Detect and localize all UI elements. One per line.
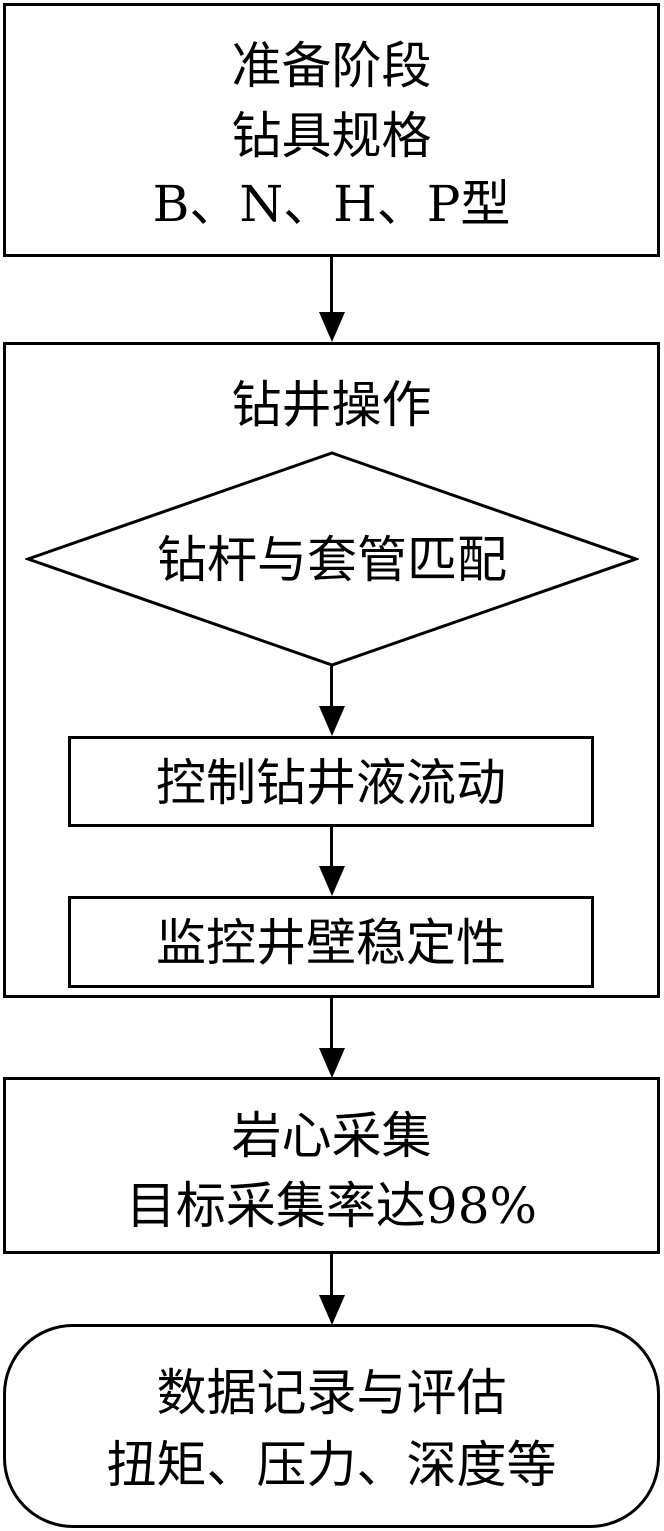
control-fluid-box: 控制钻井液流动 — [68, 736, 594, 827]
monitor-wall-label: 监控井壁稳定性 — [156, 914, 506, 972]
arrow-core-to-record-head — [319, 1295, 345, 1325]
core-sampling-box: 岩心采集 目标采集率达98% — [3, 1077, 660, 1254]
arrow-core-to-record-line — [330, 1254, 333, 1296]
arrow-fluid-to-wall-head — [319, 866, 345, 896]
arrow-prep-to-drilling-line — [330, 257, 333, 313]
core-sampling-title: 岩心采集 — [231, 1107, 432, 1165]
drilling-operation-title: 钻井操作 — [231, 376, 432, 434]
core-sampling-target: 目标采集率达98% — [125, 1177, 538, 1235]
data-record-metrics: 扭矩、压力、深度等 — [106, 1436, 557, 1494]
data-record-terminal: 数据记录与评估 扭矩、压力、深度等 — [3, 1324, 660, 1528]
decision-pipe-casing-match: 钻杆与套管匹配 — [157, 531, 507, 589]
prep-stage-spec-types: B、N、H、P型 — [152, 175, 511, 233]
data-record-title: 数据记录与评估 — [156, 1364, 507, 1422]
arrow-prep-to-drilling-head — [319, 312, 345, 342]
prep-stage-box: 准备阶段 钻具规格 B、N、H、P型 — [3, 3, 660, 257]
monitor-wall-box: 监控井壁稳定性 — [68, 896, 594, 988]
prep-stage-spec-label: 钻具规格 — [231, 107, 432, 165]
decision-diamond — [25, 451, 639, 667]
arrow-fluid-to-wall-line — [330, 827, 333, 867]
arrow-drilling-to-core-line — [330, 998, 333, 1048]
arrow-decision-to-fluid-line — [330, 666, 333, 706]
arrow-drilling-to-core-head — [319, 1048, 345, 1078]
control-fluid-label: 控制钻井液流动 — [156, 754, 506, 812]
arrow-decision-to-fluid-head — [319, 706, 345, 736]
prep-stage-title: 准备阶段 — [231, 37, 432, 95]
decision-diamond-shape — [25, 451, 639, 667]
